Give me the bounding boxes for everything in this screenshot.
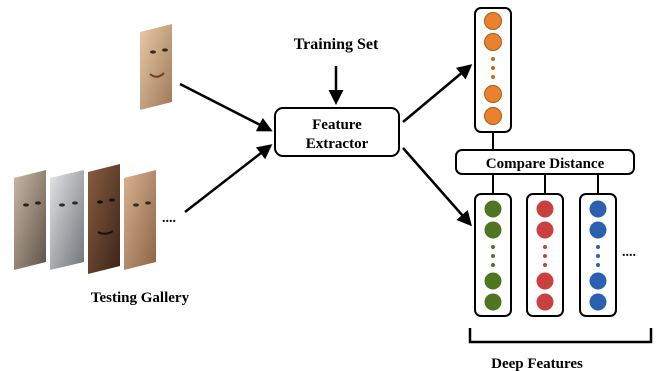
- query-arrow: [179, 82, 273, 132]
- gallery-feature-vector-green: [474, 193, 512, 317]
- testing-gallery-label: Testing Gallery: [91, 290, 190, 306]
- gallery-face-3: [88, 164, 120, 274]
- gallery-face-1: [14, 170, 46, 270]
- deep-features-label: Deep Features: [491, 356, 583, 371]
- feature-extractor-box: Feature Extractor: [274, 107, 400, 157]
- gallery-feature-vector-red: [526, 193, 564, 317]
- gallery-feature-vector-blue: [579, 193, 617, 317]
- feature-extractor-line1: Feature: [312, 117, 362, 133]
- compare-distance-box: Compare Distance: [455, 149, 635, 175]
- feature-extractor-line2: Extractor: [306, 136, 369, 152]
- compare-distance-label: Compare Distance: [486, 156, 605, 172]
- to-gallery-features-arrow: [402, 147, 472, 227]
- gallery-ellipsis: ....: [162, 211, 176, 226]
- gallery-face-4: [124, 170, 156, 270]
- gallery-face-2: [50, 170, 84, 270]
- compare-connectors: [492, 132, 599, 194]
- training-set-label: Training Set: [294, 36, 379, 53]
- deep-features-bracket: [468, 328, 653, 344]
- features-ellipsis: ....: [622, 245, 636, 260]
- to-query-feature-arrow: [402, 64, 473, 123]
- query-feature-vector: [474, 7, 512, 133]
- gallery-arrow: [184, 144, 273, 213]
- query-face-image: [140, 24, 172, 110]
